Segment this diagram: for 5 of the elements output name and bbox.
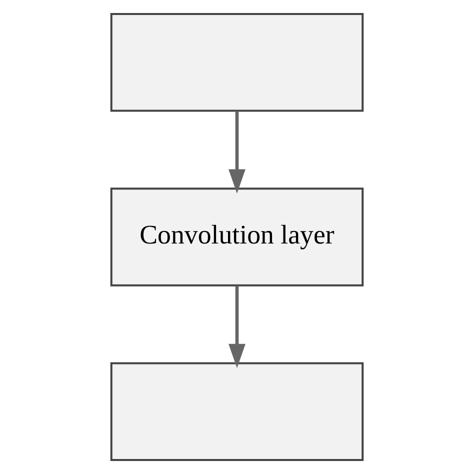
arrow (228, 111, 246, 194)
node-box (110, 12, 364, 112)
arrow (228, 286, 246, 368)
node-box: Convolution layer (110, 188, 364, 286)
node-box (110, 362, 364, 462)
